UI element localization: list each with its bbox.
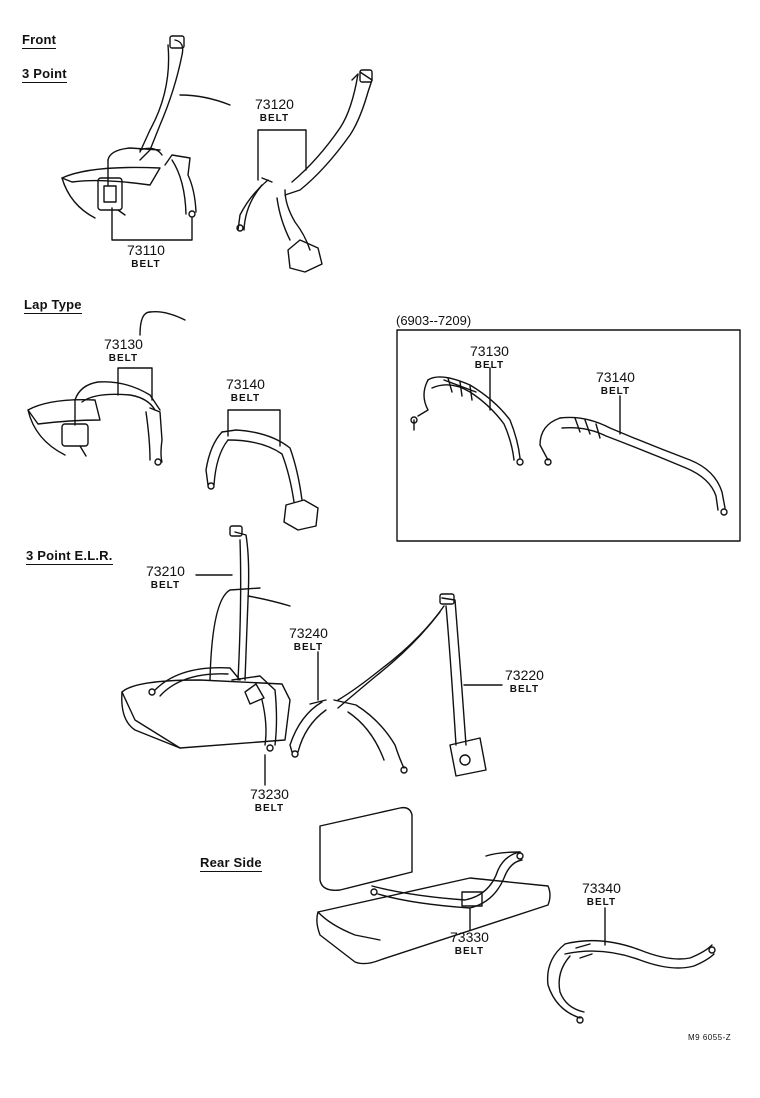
part-label-73210: 73210 BELT bbox=[146, 564, 185, 593]
part-name: BELT bbox=[474, 360, 505, 371]
part-label-73130: 73130 BELT bbox=[104, 337, 143, 366]
inset-73130-belt bbox=[410, 376, 524, 466]
section-3-point-elr: 3 Point E.L.R. bbox=[26, 548, 113, 565]
part-number: 73340 bbox=[582, 880, 621, 896]
bracket-73130 bbox=[117, 367, 153, 401]
bracket-73140 bbox=[227, 409, 281, 447]
rear-73330-belt bbox=[370, 851, 524, 909]
part-label-73240: 73240 BELT bbox=[289, 626, 328, 655]
inset-date-range: (6903--7209) bbox=[396, 313, 472, 328]
part-number: 73220 bbox=[505, 667, 544, 683]
part-label-73110: 73110 BELT bbox=[127, 243, 165, 272]
part-name: BELT bbox=[131, 259, 161, 270]
part-name: BELT bbox=[454, 946, 485, 957]
leader-73120-a bbox=[179, 94, 231, 106]
part-label-inset-73140: 73140 BELT bbox=[596, 370, 635, 399]
lap-type-left-belt bbox=[27, 310, 186, 466]
part-name: BELT bbox=[600, 386, 631, 397]
part-name: BELT bbox=[293, 642, 324, 653]
part-name: BELT bbox=[259, 113, 290, 124]
part-number: 73230 bbox=[250, 786, 289, 802]
section-lap-type: Lap Type bbox=[24, 297, 82, 314]
section-front: Front bbox=[22, 32, 57, 49]
inset-frame bbox=[396, 329, 741, 542]
part-number: 73130 bbox=[470, 343, 509, 359]
part-label-73140: 73140 BELT bbox=[226, 377, 265, 406]
bracket-73110 bbox=[111, 207, 193, 241]
part-number: 73140 bbox=[226, 376, 265, 392]
bracket-73120 bbox=[257, 129, 307, 181]
part-name: BELT bbox=[254, 803, 285, 814]
part-number: 73110 bbox=[127, 242, 165, 258]
inset-73140-belt bbox=[539, 416, 728, 516]
part-number: 73120 bbox=[255, 96, 294, 112]
part-name: BELT bbox=[509, 684, 540, 695]
part-number: 73140 bbox=[596, 369, 635, 385]
part-label-73120: 73120 BELT bbox=[255, 97, 294, 126]
part-number: 73130 bbox=[104, 336, 143, 352]
leader-73130 bbox=[139, 311, 151, 336]
elr-73220-belt bbox=[333, 593, 487, 777]
part-name: BELT bbox=[108, 353, 139, 364]
drawing-code: M9 6055-Z bbox=[688, 1033, 732, 1042]
part-name: BELT bbox=[586, 897, 617, 908]
elr-73210-belt bbox=[148, 525, 291, 697]
section-rear-side: Rear Side bbox=[200, 855, 262, 872]
part-name: BELT bbox=[230, 393, 261, 404]
part-label-73220: 73220 BELT bbox=[505, 668, 544, 697]
front-3point-left-belt bbox=[61, 35, 197, 219]
part-label-inset-73130: 73130 BELT bbox=[470, 344, 509, 373]
rear-seat bbox=[316, 806, 551, 965]
front-3point-right-belt bbox=[236, 69, 373, 273]
elr-seat bbox=[121, 587, 291, 749]
part-label-73330: 73330 BELT bbox=[450, 930, 489, 959]
rear-73340-belt bbox=[546, 939, 716, 1024]
part-label-73230: 73230 BELT bbox=[250, 787, 289, 816]
part-number: 73240 bbox=[289, 625, 328, 641]
elr-73240-belt bbox=[289, 699, 327, 758]
section-3-point: 3 Point bbox=[22, 66, 67, 83]
part-label-73340: 73340 BELT bbox=[582, 881, 621, 910]
elr-73230-belt bbox=[231, 675, 278, 752]
part-number: 73330 bbox=[450, 929, 489, 945]
part-number: 73210 bbox=[146, 563, 185, 579]
lap-type-right-belt bbox=[205, 429, 319, 531]
part-name: BELT bbox=[150, 580, 181, 591]
